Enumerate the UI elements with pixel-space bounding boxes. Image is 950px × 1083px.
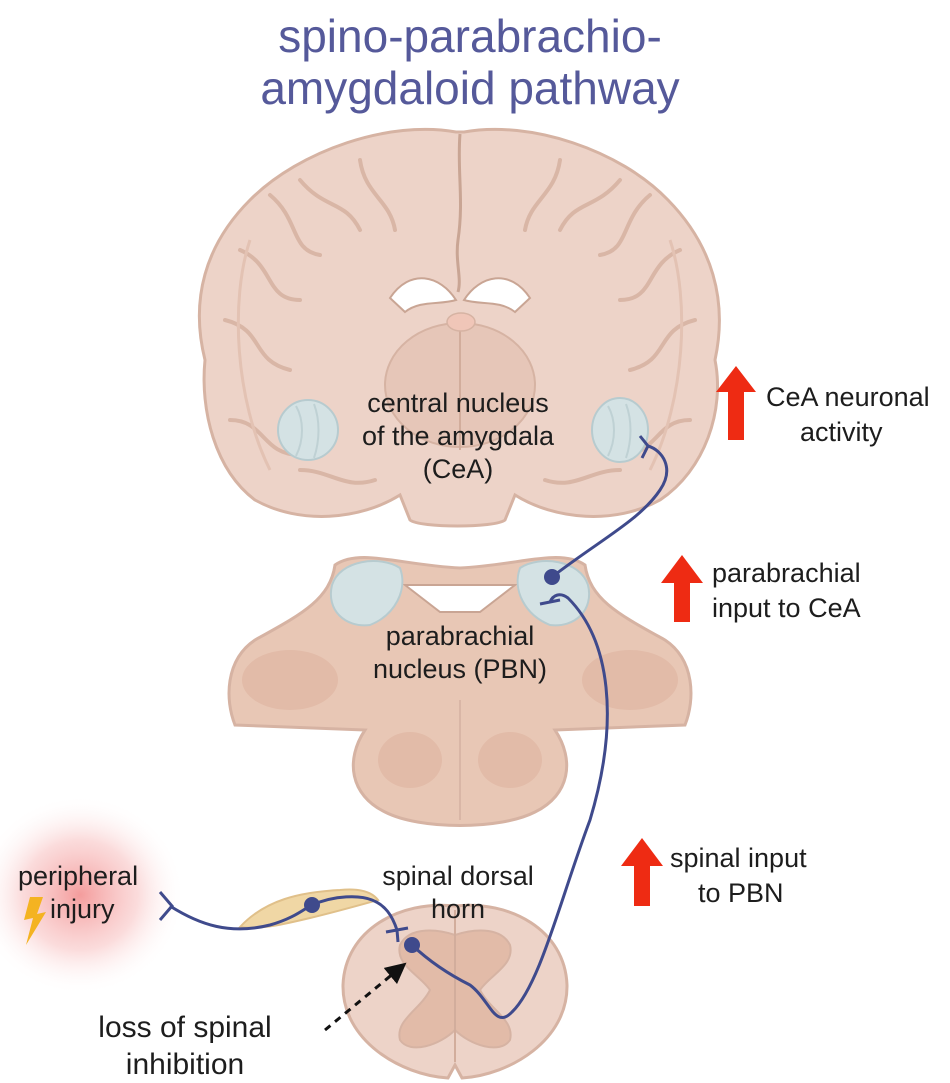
cortex-boundary: [236, 239, 684, 471]
effect-spinal-input: spinal input to PBN: [621, 838, 807, 908]
inhibition-dashed-arrow: [324, 962, 407, 1032]
effect-2-line-2: input to CeA: [712, 593, 861, 623]
left-amygdala-cea: [277, 399, 339, 461]
left-gyri: [223, 158, 397, 485]
right-amygdala-cea: [591, 397, 649, 463]
sdh-label-line-2: horn: [431, 894, 485, 924]
inhibition-label-line-2: inhibition: [126, 1048, 244, 1081]
title-line-2: amygdaloid pathway: [260, 62, 679, 114]
arrow-up-icon: [716, 366, 756, 440]
title-line-1: spino-parabrachio-: [278, 10, 662, 62]
effect-2-line-1: parabrachial: [712, 558, 861, 588]
spinal-cord-section: [341, 903, 569, 1080]
effect-3-line-2: to PBN: [698, 878, 784, 908]
peripheral-terminal: [158, 891, 174, 921]
effect-3-line-1: spinal input: [670, 843, 807, 873]
cea-synapse-terminal: [638, 435, 650, 459]
sdh-label-line-1: spinal dorsal: [382, 861, 534, 891]
lightning-icon: [24, 897, 46, 945]
arrow-up-icon: [621, 838, 663, 906]
right-lateral-ventricle: [462, 277, 532, 314]
spinoparabrachial-axon: [410, 593, 609, 1020]
pons-outline: [227, 556, 693, 827]
pbn-synapse-terminal: [539, 598, 561, 606]
effect-parabrachial-input: parabrachial input to CeA: [661, 555, 861, 623]
arrow-up-icon: [661, 555, 703, 622]
injury-glow: [0, 795, 185, 995]
afferent-synapse: [385, 926, 409, 943]
pbn-label-line-1: parabrachial: [386, 621, 535, 651]
fourth-ventricle: [402, 584, 518, 613]
drg-soma: [304, 897, 320, 913]
parabrachio-amygdaloid-axon: [551, 444, 668, 579]
brain-coronal-section: [197, 127, 721, 528]
effect-cea-activity: CeA neuronal activity: [716, 366, 930, 447]
injury-label-line-1: peripheral: [18, 861, 138, 891]
cea-label-line-1: central nucleus: [367, 388, 549, 418]
injury-label-line-2: injury: [50, 894, 115, 924]
inhibition-label-line-1: loss of spinal: [98, 1011, 271, 1044]
cea-label-line-3: (CeA): [423, 454, 494, 484]
right-gyri: [523, 158, 697, 485]
effect-1-line-2: activity: [800, 417, 883, 447]
pbn-label-line-2: nucleus (PBN): [373, 654, 547, 684]
right-parabrachial-nucleus: [516, 560, 591, 627]
longitudinal-fissure: [455, 133, 462, 293]
pons-section: [227, 556, 693, 827]
cea-label-line-2: of the amygdala: [362, 421, 555, 451]
left-parabrachial-nucleus: [329, 560, 404, 627]
left-lateral-ventricle: [388, 277, 458, 314]
fornix: [446, 312, 476, 332]
effect-1-line-1: CeA neuronal: [766, 382, 930, 412]
